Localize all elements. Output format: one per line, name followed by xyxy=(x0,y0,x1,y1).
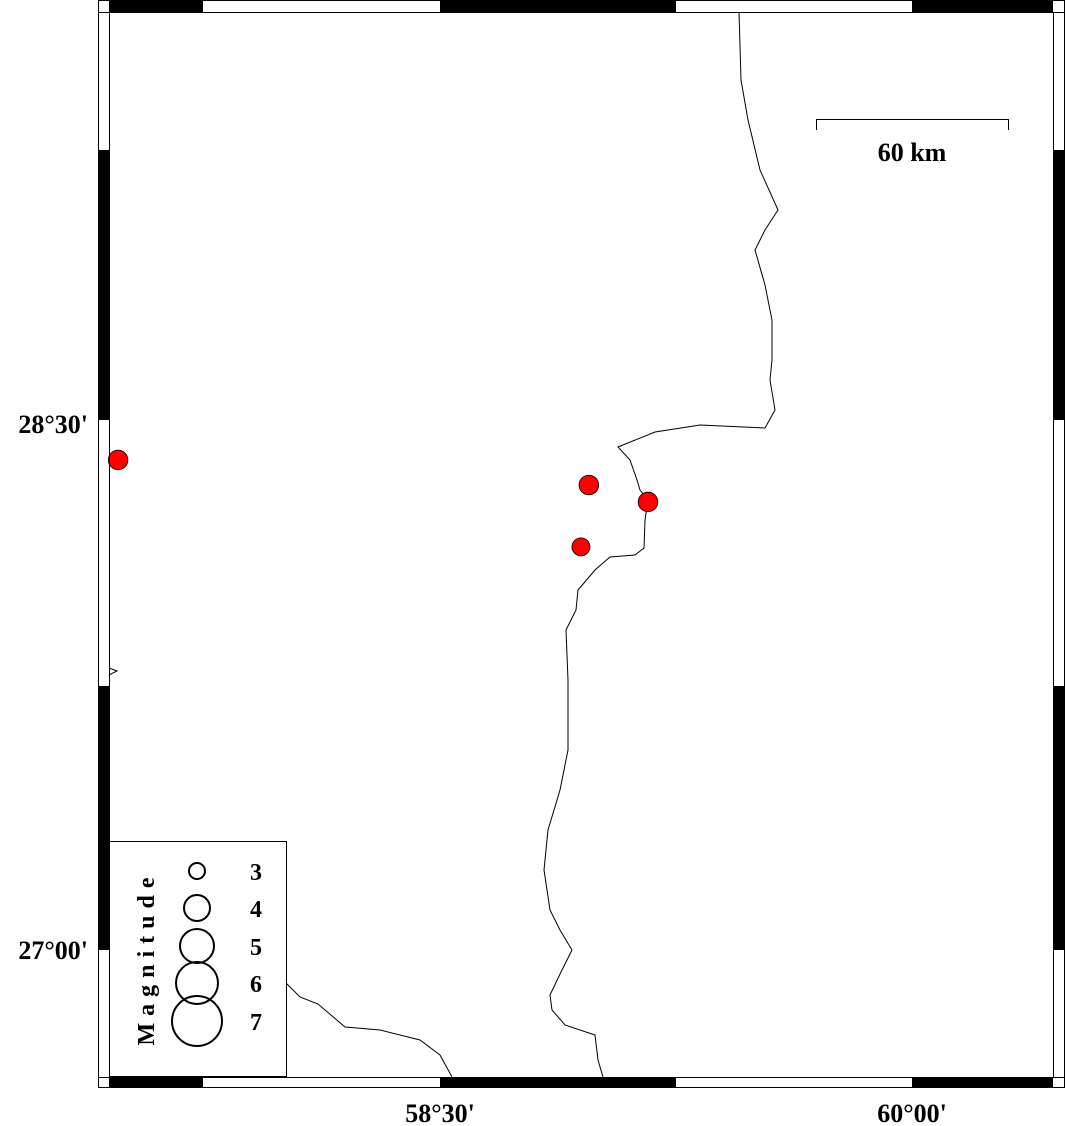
legend-title: Magnitude xyxy=(134,870,160,1045)
lat-label-28-30: 28°30' xyxy=(18,410,88,439)
earthquake-events xyxy=(107,449,659,557)
legend-label-mag-5: 5 xyxy=(250,935,262,961)
legend-circle-mag-4 xyxy=(183,894,211,922)
legend-label-mag-7: 7 xyxy=(250,1010,262,1036)
scale-bar-label: 60 km xyxy=(878,138,947,167)
legend-circle-mag-6 xyxy=(175,961,219,1005)
lon-label-60-00: 60°00' xyxy=(877,1099,947,1126)
map-frame xyxy=(98,0,1065,1088)
legend-circle-mag-3 xyxy=(188,862,206,880)
earthquake-event-3 xyxy=(637,491,659,513)
legend-circle-mag-7 xyxy=(171,995,223,1047)
legend-label-mag-3: 3 xyxy=(250,860,262,886)
border-line-south xyxy=(285,982,453,1078)
border-line-west-fragment xyxy=(108,667,119,676)
legend-label-mag-4: 4 xyxy=(250,897,262,923)
earthquake-event-1 xyxy=(107,449,129,471)
border-line-east xyxy=(543,11,779,1078)
lat-label-27-00: 27°00' xyxy=(18,936,88,965)
earthquake-event-4 xyxy=(571,537,591,557)
boundaries xyxy=(108,11,779,1078)
lon-label-58-30: 58°30' xyxy=(405,1099,475,1126)
legend-label-mag-6: 6 xyxy=(250,972,262,998)
scale-bar: 60 km xyxy=(816,119,1009,167)
magnitude-legend: Magnitude 3 4 5 6 7 xyxy=(109,841,287,1077)
earthquake-event-2 xyxy=(578,474,600,496)
